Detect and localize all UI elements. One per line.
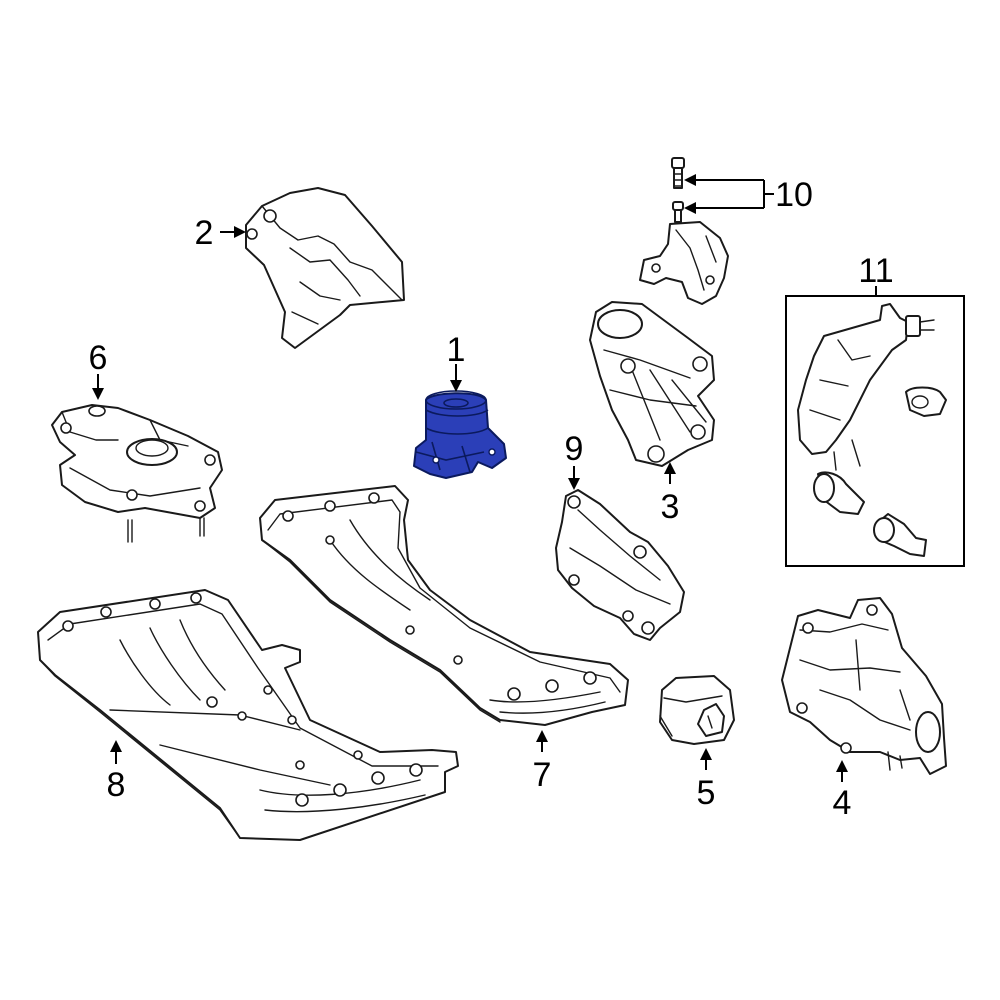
part-11-harness[interactable] bbox=[797, 303, 947, 557]
callout-label-7: 7 bbox=[533, 756, 552, 794]
callout-label-11: 11 bbox=[858, 252, 893, 290]
callout-6: 6 bbox=[89, 339, 108, 400]
callout-2: 2 bbox=[195, 214, 246, 252]
callout-1: 1 bbox=[447, 331, 466, 392]
part-2-heat-shield[interactable] bbox=[245, 187, 405, 349]
part-4-housing[interactable] bbox=[781, 597, 947, 775]
part-7-crossmember[interactable] bbox=[259, 485, 629, 726]
part-3-bracket[interactable] bbox=[589, 301, 715, 467]
callout-3: 3 bbox=[661, 462, 680, 526]
callout-11: 11 bbox=[858, 252, 894, 296]
callout-label-5: 5 bbox=[697, 774, 716, 812]
part-6-mount[interactable] bbox=[51, 404, 223, 543]
part-8-crossmember[interactable] bbox=[37, 589, 459, 841]
part-5-bushing[interactable] bbox=[659, 675, 735, 745]
callout-label-9: 9 bbox=[565, 430, 584, 468]
callout-7: 7 bbox=[533, 730, 552, 794]
callout-label-8: 8 bbox=[107, 766, 126, 804]
part-9-bracket[interactable] bbox=[555, 489, 685, 641]
callout-label-10: 10 bbox=[775, 176, 813, 214]
callout-9: 9 bbox=[565, 430, 584, 490]
callout-10: 10 bbox=[684, 174, 813, 214]
callout-label-6: 6 bbox=[89, 339, 108, 377]
callout-4: 4 bbox=[833, 760, 852, 822]
part-1-highlighted-mount[interactable] bbox=[413, 390, 507, 479]
callout-label-1: 1 bbox=[447, 331, 466, 369]
callout-8: 8 bbox=[107, 740, 126, 804]
callout-5: 5 bbox=[697, 748, 716, 812]
part-10-bolts[interactable] bbox=[671, 157, 685, 223]
callout-label-2: 2 bbox=[195, 214, 214, 252]
callout-label-3: 3 bbox=[661, 488, 680, 526]
callout-label-4: 4 bbox=[833, 784, 852, 822]
part-bracket-upper[interactable] bbox=[639, 221, 729, 305]
